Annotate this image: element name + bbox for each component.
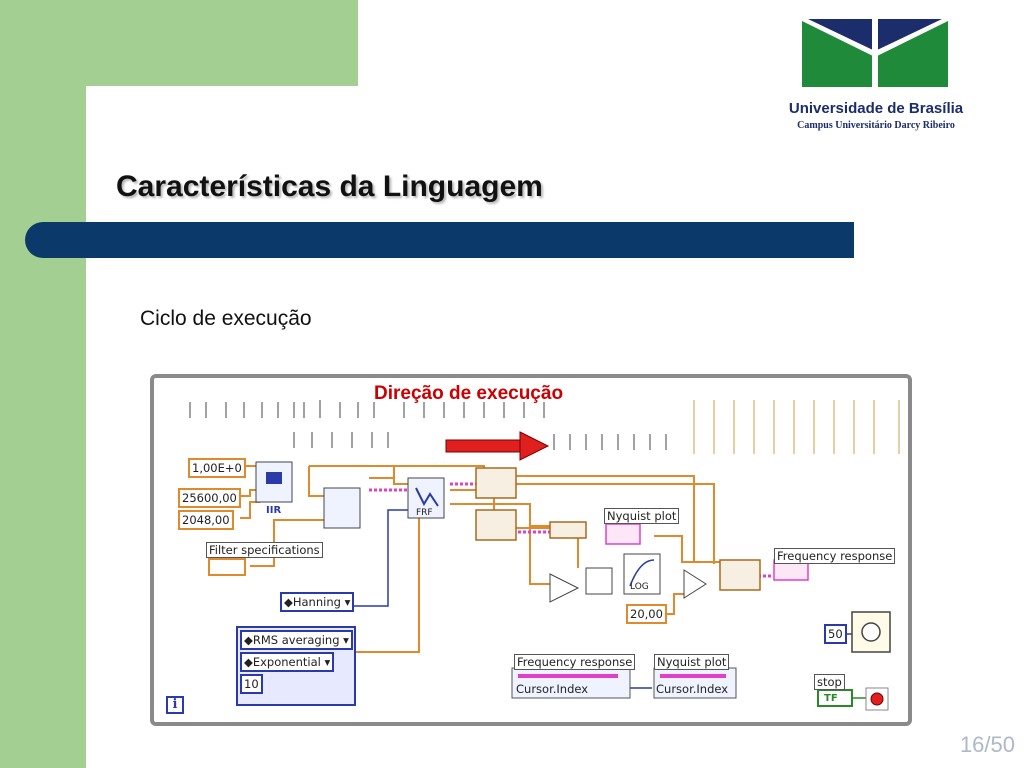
- nyquist-plot-label: Nyquist plot: [604, 508, 680, 524]
- averaging-mode-value: RMS averaging: [252, 633, 340, 647]
- nyquist-plot-cursor-index[interactable]: Cursor.Index: [656, 682, 729, 696]
- page-number: 16/50: [959, 732, 1015, 757]
- window-value: Hanning: [292, 595, 341, 609]
- stop-boolean-terminal[interactable]: TF: [824, 693, 838, 704]
- frequency-response-label: Frequency response: [774, 548, 896, 564]
- weighting-value: Exponential: [252, 655, 321, 669]
- info-icon[interactable]: i: [166, 696, 184, 714]
- frequency-response-property-node-title: Frequency response: [514, 654, 636, 670]
- title-underline-bar: [25, 222, 854, 258]
- iir-label: IIR: [266, 505, 282, 516]
- labview-block-diagram: Direção de execução 1,00E+0 25600,00 204…: [150, 374, 912, 726]
- diagram-wires: [189, 400, 900, 711]
- campus-name: Campus Universitário Darcy Ribeiro: [797, 120, 955, 131]
- university-logo-icon: [802, 17, 948, 89]
- filter-specifications-cluster[interactable]: [208, 558, 246, 576]
- averaging-mode-enum[interactable]: ◆RMS averaging ▾: [240, 630, 353, 650]
- sample-rate-constant[interactable]: 25600,00: [178, 488, 241, 508]
- green-top-band: [86, 0, 358, 86]
- averages-numeric[interactable]: 10: [240, 674, 263, 694]
- amplitude-constant[interactable]: 1,00E+0: [188, 458, 246, 478]
- rounded-corner: [86, 86, 176, 176]
- frf-label: FRF: [416, 508, 433, 518]
- green-side-band: [0, 0, 86, 768]
- execution-direction-arrow: [445, 431, 550, 461]
- slide-title: Características da Linguagem: [116, 170, 543, 203]
- window-enum[interactable]: ◆Hanning ▾: [280, 592, 355, 612]
- direction-label: Direção de execução: [374, 383, 564, 404]
- filter-specifications-label: Filter specifications: [206, 542, 323, 558]
- stop-label: stop: [814, 674, 845, 690]
- stop-count-numeric[interactable]: 50: [824, 624, 847, 644]
- weighting-enum[interactable]: ◆Exponential ▾: [240, 652, 335, 672]
- nyquist-plot-property-node-title: Nyquist plot: [654, 654, 730, 670]
- frequency-response-cursor-index[interactable]: Cursor.Index: [516, 682, 589, 696]
- university-name: Universidade de Brasília: [788, 100, 964, 117]
- log-label: LOG: [630, 582, 649, 592]
- db-constant[interactable]: 20,00: [626, 604, 667, 624]
- samples-constant[interactable]: 2048,00: [178, 510, 234, 530]
- slide-subtitle: Ciclo de execução: [140, 307, 312, 330]
